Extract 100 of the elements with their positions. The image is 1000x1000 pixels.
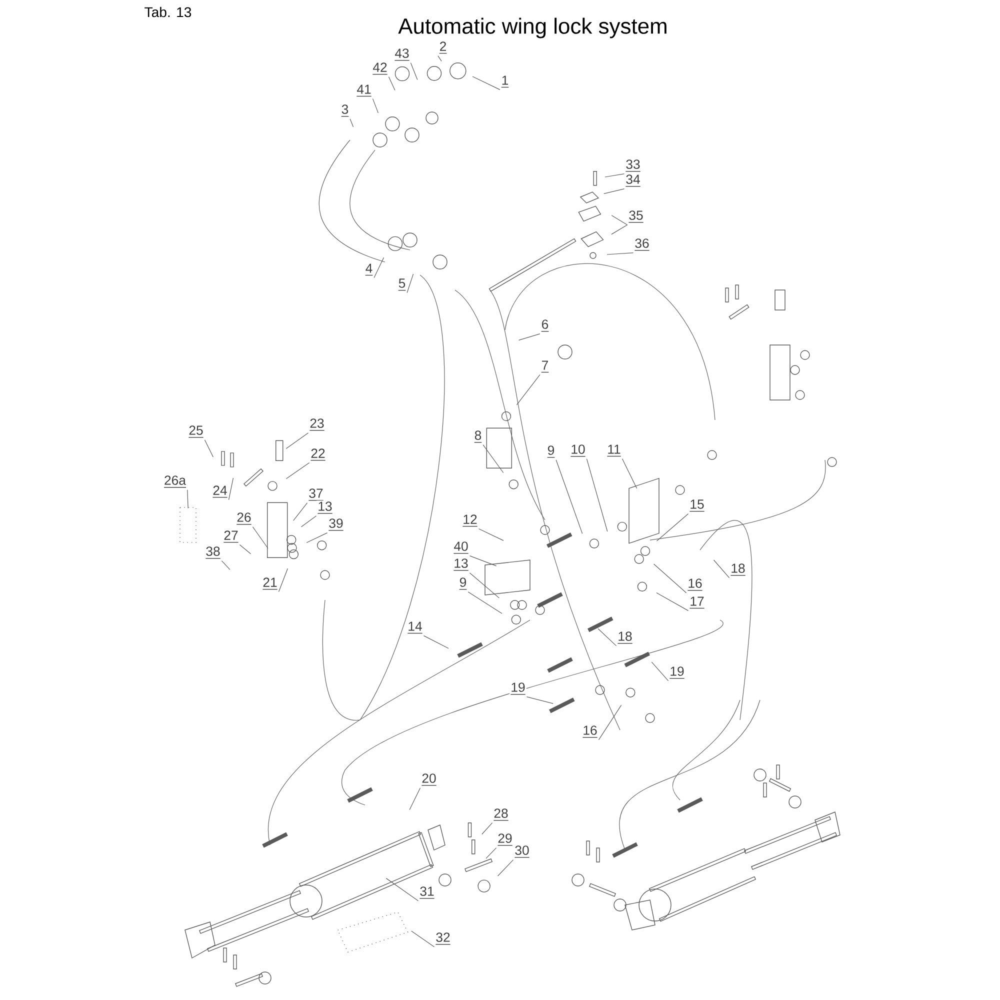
- leader-line: [438, 55, 442, 62]
- callout-number: 9: [458, 576, 468, 592]
- callout-number: 41: [356, 84, 372, 98]
- leader-line: [252, 526, 268, 549]
- callout-number: 27: [222, 530, 240, 544]
- leader-line: [372, 98, 378, 114]
- callout-number: 29: [496, 832, 514, 848]
- callout-number: 38: [204, 546, 222, 560]
- leader-line: [611, 215, 628, 226]
- callout-number: 11: [606, 444, 622, 458]
- leader-line: [604, 188, 625, 194]
- leader-line: [622, 458, 638, 489]
- title: Automatic wing lock system: [398, 18, 666, 38]
- callout-number: 15: [688, 498, 706, 514]
- callout-number: 32: [434, 932, 452, 946]
- leader-line: [482, 444, 504, 474]
- callout-number: 22: [310, 448, 326, 462]
- callout-number: 2: [438, 40, 448, 56]
- callout-number: 42: [372, 62, 388, 76]
- callout-number: 18: [730, 562, 746, 578]
- leader-line: [472, 76, 500, 90]
- leader-line: [611, 224, 628, 235]
- leader-line: [468, 592, 502, 614]
- leader-line: [306, 532, 328, 543]
- leader-line: [556, 460, 583, 534]
- leader-line: [526, 696, 554, 704]
- table-number: Tab. 13: [144, 6, 192, 18]
- callout-number: 10: [570, 444, 586, 458]
- callout-number: 23: [308, 418, 326, 432]
- leader-line: [228, 478, 234, 500]
- leader-line: [469, 572, 500, 598]
- leader-line: [598, 704, 622, 740]
- callout-number: 33: [624, 158, 642, 174]
- callout-number: 13: [452, 558, 470, 572]
- callout-number: 24: [212, 484, 228, 500]
- leader-line: [350, 118, 354, 128]
- callout-number: 21: [262, 576, 278, 592]
- leader-line: [286, 462, 310, 480]
- leader-line: [406, 274, 414, 294]
- callout-number: 3: [340, 104, 350, 118]
- callout-number: 37: [308, 488, 324, 502]
- leader-line: [423, 635, 449, 649]
- leader-line: [204, 440, 214, 458]
- leader-line: [469, 556, 497, 566]
- leader-line: [606, 252, 634, 255]
- callout-number: 39: [328, 518, 344, 532]
- callout-number: 36: [634, 238, 650, 252]
- callout-number: 20: [420, 772, 438, 788]
- callout-number: 40: [452, 540, 470, 556]
- callout-number: 34: [624, 174, 642, 188]
- leader-line: [410, 62, 418, 80]
- leader-line: [497, 860, 514, 876]
- callout-number: 25: [188, 424, 204, 440]
- leader-line: [654, 564, 687, 594]
- callout-number: 35: [628, 210, 644, 224]
- leader-line: [411, 930, 435, 948]
- leader-line: [482, 822, 493, 835]
- callout-number: 8: [473, 430, 483, 444]
- callout-number: 31: [418, 886, 436, 900]
- leader-line: [486, 848, 497, 859]
- callout-number: 16: [686, 578, 704, 592]
- callout-number: 30: [514, 844, 530, 860]
- leader-line: [516, 374, 540, 406]
- leader-line: [221, 560, 230, 570]
- callout-number: 12: [462, 514, 478, 528]
- leader-line: [286, 432, 309, 449]
- leader-line: [651, 662, 669, 682]
- leader-line: [713, 560, 730, 578]
- callout-number: 16: [582, 724, 598, 740]
- leader-line: [293, 502, 308, 521]
- leader-line: [586, 458, 608, 532]
- leader-line: [300, 516, 317, 528]
- callout-number: 17: [688, 596, 706, 610]
- callout-number: 1: [500, 74, 510, 90]
- callout-number: 26a: [162, 474, 188, 490]
- callout-number: 28: [492, 808, 510, 822]
- leader-line: [187, 490, 188, 509]
- callout-number: 26: [236, 512, 252, 526]
- leader-line: [604, 174, 625, 178]
- callout-number: 14: [406, 620, 424, 636]
- callout-number: 43: [394, 48, 410, 62]
- leader-line: [239, 544, 252, 554]
- callout-number: 6: [540, 318, 550, 334]
- leader-line: [518, 334, 540, 340]
- leader-line: [409, 788, 421, 810]
- leader-line: [656, 592, 689, 612]
- leader-line: [598, 628, 617, 646]
- leader-line: [386, 878, 419, 902]
- leader-line: [388, 76, 396, 90]
- callout-number: 19: [510, 682, 526, 696]
- callout-number: 5: [397, 278, 407, 292]
- callout-number: 4: [364, 262, 374, 278]
- callout-number: 19: [668, 666, 686, 680]
- callout-number: 7: [540, 360, 550, 374]
- callout-number: 9: [546, 444, 556, 460]
- callout-number: 18: [616, 630, 634, 646]
- leader-line: [374, 257, 384, 278]
- leader-line: [656, 513, 689, 542]
- leader-line: [278, 568, 288, 592]
- leader-line: [478, 528, 504, 541]
